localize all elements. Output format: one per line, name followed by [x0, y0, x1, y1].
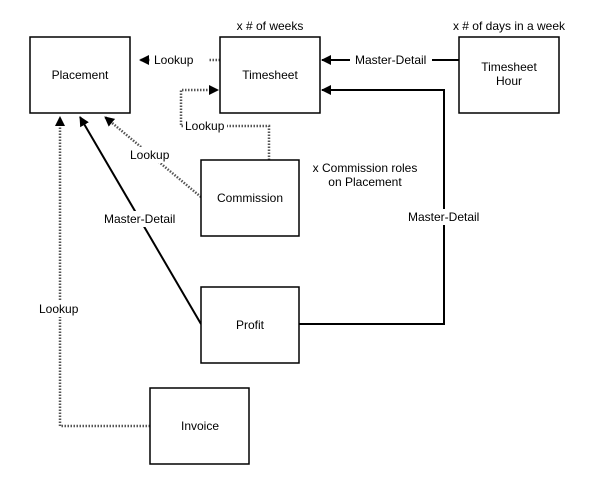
edge-label-commission-timesheet: Lookup [185, 119, 225, 133]
edge-label-commission-placement: Lookup [130, 148, 170, 162]
node-timesheet-hour-label-2: Hour [496, 74, 522, 88]
node-invoice: Invoice [149, 387, 250, 465]
annotation-commission-roles-1: x Commission roles [313, 161, 418, 175]
edge-label-hour-timesheet: Master-Detail [355, 53, 426, 67]
node-profit-label: Profit [236, 318, 265, 332]
node-placement-label: Placement [52, 68, 109, 82]
annotation-weeks: x # of weeks [237, 19, 304, 33]
edge-label-profit-placement: Master-Detail [104, 212, 175, 226]
edge-label-profit-timesheet: Master-Detail [408, 210, 479, 224]
node-invoice-label: Invoice [181, 419, 219, 433]
node-timesheet: Timesheet [219, 36, 321, 114]
annotation-days: x # of days in a week [453, 19, 566, 33]
edge-label-invoice-placement: Lookup [39, 302, 79, 316]
edge-profit-timesheet [299, 85, 445, 325]
node-profit: Profit [200, 286, 300, 364]
node-placement: Placement [29, 36, 131, 114]
edge-invoice-placement [55, 116, 150, 428]
node-timesheet-hour-label-1: Timesheet [481, 60, 537, 74]
node-timesheet-label: Timesheet [242, 68, 298, 82]
node-commission: Commission [200, 159, 300, 237]
node-timesheet-hour: Timesheet Hour [458, 36, 560, 114]
node-commission-label: Commission [217, 191, 283, 205]
edge-label-timesheet-placement: Lookup [154, 53, 194, 67]
annotation-commission-roles-2: on Placement [328, 175, 402, 189]
